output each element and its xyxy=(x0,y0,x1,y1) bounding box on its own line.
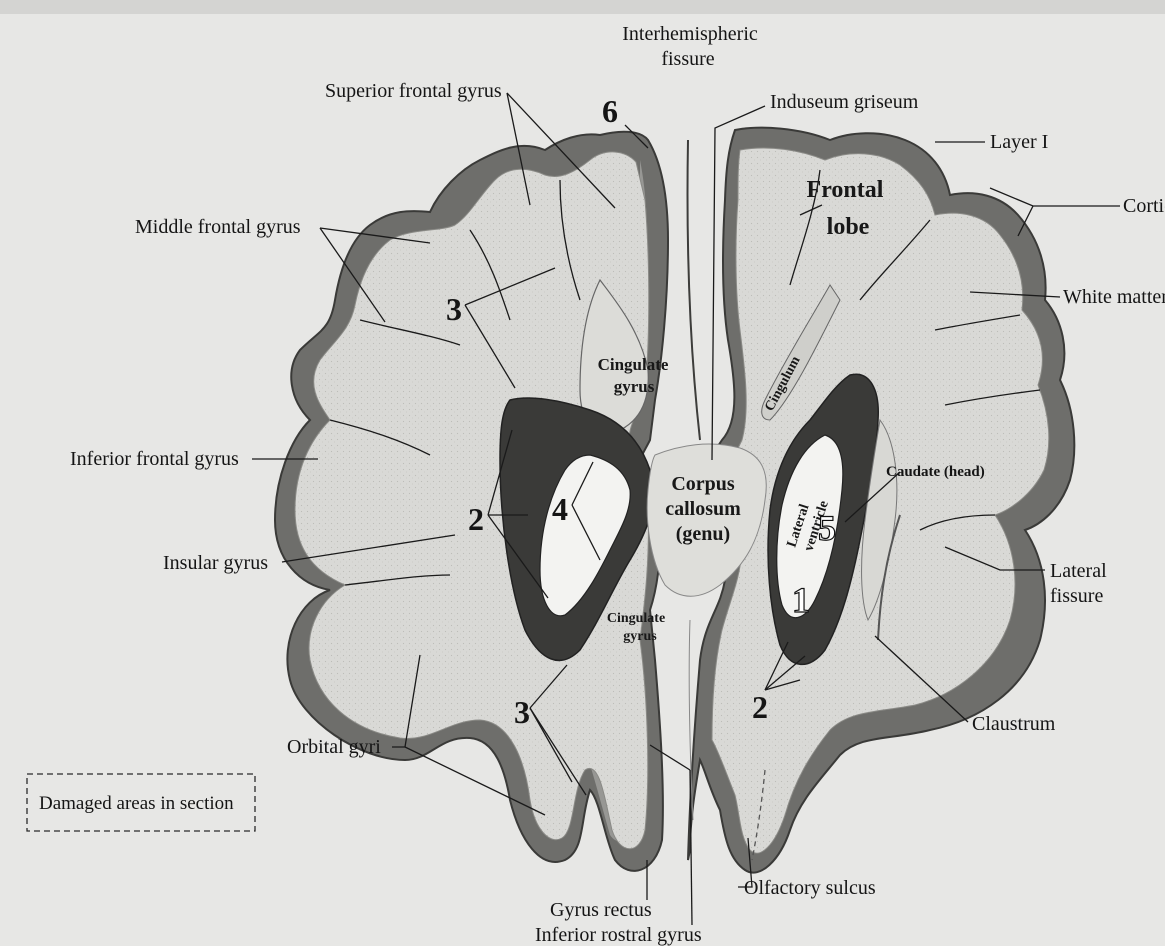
label-superior-frontal-gyrus: Superior frontal gyrus xyxy=(325,80,502,102)
label-frontal-lobe-line1: Frontal xyxy=(807,177,884,203)
label-gyrus-rectus: Gyrus rectus xyxy=(550,899,652,921)
label-white-matter: White matter xyxy=(1063,286,1165,308)
label-inferior-frontal-gyrus: Inferior frontal gyrus xyxy=(70,448,239,470)
marker-2-left: 2 xyxy=(468,501,484,537)
page-top-edge xyxy=(0,0,1165,14)
label-cingulate-upper-line1: Cingulate xyxy=(598,355,669,374)
label-cingulate-lower-line1: Cingulate xyxy=(607,611,665,626)
label-corpus-callosum-line2: callosum xyxy=(665,498,741,520)
label-corpus-callosum-line1: Corpus xyxy=(671,473,735,495)
label-layer-i: Layer I xyxy=(990,131,1048,153)
label-frontal-lobe-line2: lobe xyxy=(827,214,870,240)
label-middle-frontal-gyrus: Middle frontal gyrus xyxy=(135,216,301,238)
label-claustrum: Claustrum xyxy=(972,713,1056,735)
marker-6: 6 xyxy=(602,93,618,129)
label-interhemispheric-line2: fissure xyxy=(661,48,714,70)
label-inferior-rostral-gyrus: Inferior rostral gyrus xyxy=(535,924,702,946)
label-corpus-callosum-line3: (genu) xyxy=(676,523,730,545)
label-insular-gyrus: Insular gyrus xyxy=(163,552,268,574)
label-cingulate-upper-line2: gyrus xyxy=(614,377,655,396)
label-lateral-fissure-line1: Lateral xyxy=(1050,560,1107,582)
label-interhemispheric-line1: Interhemispheric xyxy=(622,23,758,45)
label-orbital-gyri: Orbital gyri xyxy=(287,736,381,758)
label-caudate-head: Caudate (head) xyxy=(886,464,985,480)
marker-4: 4 xyxy=(552,491,568,527)
marker-3-upper: 3 xyxy=(446,291,462,327)
marker-1: 1 xyxy=(792,580,810,620)
label-induseum-griseum: Induseum griseum xyxy=(770,91,919,113)
label-cortical-plate: Cortical plat xyxy=(1123,195,1165,217)
label-olfactory-sulcus: Olfactory sulcus xyxy=(744,877,876,899)
label-cingulate-lower-line2: gyrus xyxy=(623,629,657,644)
label-lateral-fissure-line2: fissure xyxy=(1050,585,1103,607)
marker-2-right: 2 xyxy=(752,689,768,725)
legend-damaged-text: Damaged areas in section xyxy=(39,793,234,814)
marker-5: 5 xyxy=(818,508,836,548)
marker-3-lower: 3 xyxy=(514,694,530,730)
